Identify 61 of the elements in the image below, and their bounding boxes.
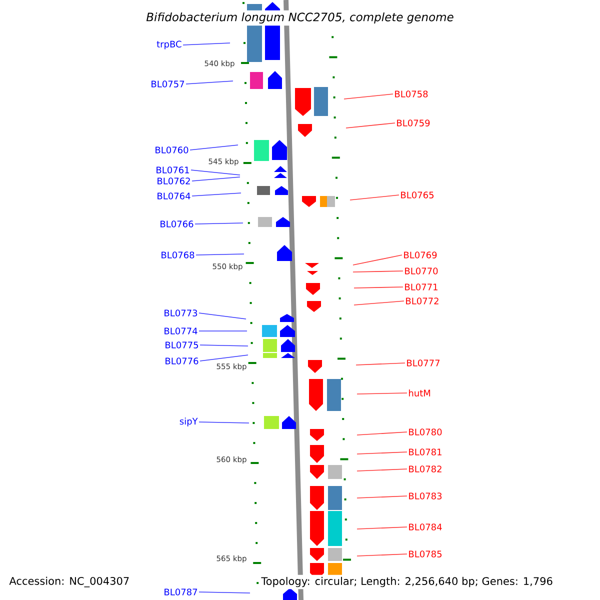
leader-line <box>190 170 240 176</box>
leader-line <box>356 496 408 498</box>
genome-info-text: Topology: circular; Length: 2,256,640 bp; Genes: 1,796 <box>259 574 555 590</box>
leader-line <box>198 422 250 424</box>
gene-label: BL0760 <box>156 146 188 154</box>
leader-line <box>194 222 244 224</box>
gene-label: hutM <box>409 390 430 396</box>
gene-label: BL0775 <box>166 342 198 348</box>
leader-line <box>344 94 394 100</box>
gene-label: BL0768 <box>162 252 194 258</box>
gene-label: BL0762 <box>158 178 190 184</box>
leader-line <box>356 468 408 472</box>
leader-line <box>198 592 250 594</box>
gene-label: BL0776 <box>166 358 198 364</box>
leader-line <box>356 432 408 436</box>
leader-line <box>192 192 242 196</box>
leader-line <box>354 286 404 288</box>
leader-line <box>186 80 234 84</box>
gene-label: BL0773 <box>164 310 198 316</box>
gene-label: BL0787 <box>164 588 198 596</box>
leader-line <box>182 42 230 46</box>
leader-line <box>200 344 248 346</box>
gene-label: BL0782 <box>409 466 442 472</box>
leader-line <box>352 270 404 272</box>
leader-line <box>200 354 248 362</box>
leader-line <box>198 330 248 332</box>
leader-line <box>190 144 238 150</box>
leader-line <box>196 254 244 256</box>
gene-label: BL0765 <box>401 192 434 198</box>
gene-label: BL0770 <box>405 268 438 274</box>
leader-line <box>356 392 408 394</box>
gene-label: BL0780 <box>409 428 442 436</box>
gene-label: BL0757 <box>152 80 184 88</box>
gene-label: BL0769 <box>404 252 437 258</box>
leader-line <box>356 452 408 454</box>
leader-line <box>354 300 404 306</box>
gene-label: BL0758 <box>395 90 428 98</box>
title: Bifidobacterium longum NCC2705, complete genome <box>144 10 456 26</box>
gene-label: BL0781 <box>409 448 442 456</box>
gene-label: BL0764 <box>158 192 190 200</box>
gene-label: BL0772 <box>406 298 438 304</box>
leader-line <box>350 194 400 200</box>
gene-label: BL0759 <box>397 120 430 126</box>
gene-label: BL0761 <box>156 166 189 174</box>
gene-label: BL0785 <box>409 550 442 558</box>
leader-line <box>356 554 408 556</box>
leader-line <box>356 526 408 530</box>
leader-line <box>352 254 402 266</box>
gene-label: BL0784 <box>409 524 442 530</box>
gene-label: trpBC <box>156 40 182 50</box>
accession-text: Accession: NC_004307 <box>7 574 132 590</box>
leader-line <box>356 362 406 366</box>
gene-label: BL0774 <box>164 328 198 334</box>
gene-label: BL0777 <box>407 360 440 366</box>
gene-label: BL0771 <box>405 284 438 290</box>
gene-label: BL0766 <box>160 220 194 228</box>
leader-line <box>198 312 246 320</box>
gene-label: sipY <box>180 418 198 426</box>
leader-line <box>192 176 240 182</box>
gene-label: BL0783 <box>409 492 442 500</box>
leader-line <box>346 122 396 128</box>
